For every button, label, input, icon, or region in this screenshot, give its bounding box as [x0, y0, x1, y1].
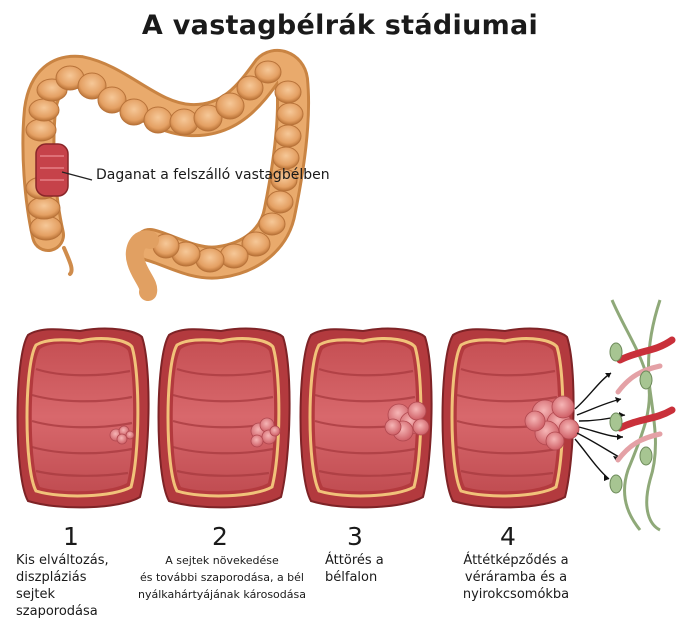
stage-3-caption: Áttörés a bélfalon	[325, 552, 384, 586]
callout-line-1: Daganat a felszálló	[96, 167, 231, 183]
stage-4-panel	[441, 327, 626, 509]
stage-4-line-2: véráramba és a	[464, 570, 568, 585]
stage-2-line-1: A sejtek növekedése	[165, 554, 279, 567]
tumor-callout-label: Daganat a felszálló vastagbélben	[96, 166, 330, 184]
stage-4-caption: Áttétképződés a véráramba és a nyirokcso…	[452, 552, 580, 603]
callout-line-2: vastagbélben	[234, 167, 330, 183]
stage-3-number: 3	[347, 522, 363, 551]
stage-1-line-4: szaporodása	[16, 604, 98, 619]
stage-4-line-3: nyirokcsomókba	[462, 587, 570, 602]
stage-4-line-1: Áttétképződés a	[463, 553, 569, 568]
stage-2-line-3: nyálkahártyájának károsodása	[138, 588, 306, 601]
stage-3-line-1: Áttörés a	[325, 553, 384, 568]
stage-1-line-1: Kis elváltozás,	[16, 553, 109, 568]
stage-2-number: 2	[212, 522, 228, 551]
callout-line	[61, 171, 93, 181]
stage-3-line-2: bélfalon	[325, 570, 378, 585]
vessels-illustration	[609, 299, 676, 532]
stage-4-number: 4	[500, 522, 516, 551]
stage-1-line-2: diszpláziás	[16, 570, 87, 585]
stage-2-line-2: és további szaporodása, a bél	[139, 571, 304, 584]
stage-2-panel	[157, 327, 292, 509]
stage-2-caption: A sejtek növekedése és további szaporodá…	[134, 552, 310, 603]
stage-3-panel	[299, 327, 434, 509]
colon-illustration	[21, 48, 311, 301]
stage-1-caption: Kis elváltozás, diszpláziás sejtek szapo…	[16, 552, 109, 620]
diagram-title: A vastagbélrák stádiumai	[141, 10, 539, 41]
tumor-marker	[35, 143, 69, 197]
stage-1-number: 1	[63, 522, 79, 551]
stage-1-panel	[16, 327, 151, 509]
stage-1-line-3: sejtek	[16, 587, 56, 602]
